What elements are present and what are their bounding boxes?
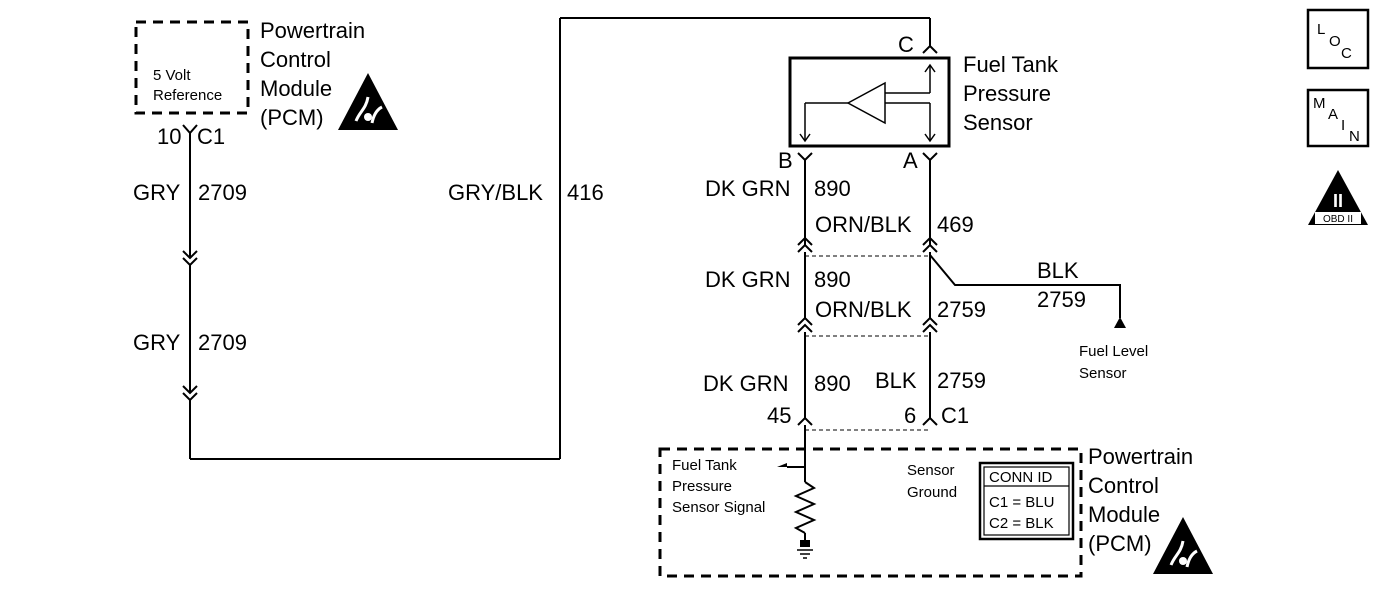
pull-down-resistor: [777, 463, 817, 559]
wire-color-label: DK GRN: [705, 176, 791, 201]
connector-terminal-icon: [182, 124, 198, 135]
signal-label-line1: Fuel Tank: [672, 457, 737, 474]
sensor-title-line2: Pressure: [963, 81, 1051, 106]
loc-letter: C: [1341, 45, 1352, 62]
wire-circuit-label: 2709: [198, 180, 247, 205]
fuel-tank-pressure-sensor: Fuel Tank Pressure Sensor C B A: [778, 32, 1059, 173]
ground-label-line2: Ground: [907, 484, 957, 501]
pcm-bottom-pin-b: 45: [767, 403, 791, 428]
center-wire: GRY/BLK 416: [448, 17, 938, 459]
pcm-bottom-box: [658, 447, 1083, 578]
resistor-icon: [793, 481, 817, 534]
connector-terminal-icon: [922, 44, 938, 54]
wire-color-label: ORN/BLK: [815, 297, 912, 322]
inline-connector-icon: [797, 236, 813, 253]
main-letter: A: [1328, 106, 1338, 123]
sensor-title-line1: Fuel Tank: [963, 52, 1059, 77]
wire-color-label: BLK: [1037, 258, 1079, 283]
connector-terminal-icon: [797, 416, 813, 426]
pcm-top-title-line1: Powertrain: [260, 18, 365, 43]
pcm-top-pin-number: 10: [157, 124, 181, 149]
obd-ii-icon: II OBD II: [1308, 170, 1368, 225]
inline-connector-icon: [797, 316, 813, 333]
wire-circuit-label: 890: [814, 267, 851, 292]
wire-color-label: GRY: [133, 330, 181, 355]
loc-letter: L: [1317, 21, 1325, 38]
pcm-bottom: 45 6 C1 Powertrain Control Module (PCM) …: [658, 403, 1213, 578]
conn-id-row: C1 = BLU: [989, 494, 1054, 511]
wire-circuit-label: 2759: [937, 297, 986, 322]
wire-color-label: ORN/BLK: [815, 212, 912, 237]
wire-circuit-label: 2759: [1037, 287, 1086, 312]
main-letter: N: [1349, 128, 1360, 145]
wire-b: DK GRN 890 DK GRN 890 DK GRN 890: [703, 152, 851, 468]
pcm-bottom-connector-label: C1: [941, 403, 969, 428]
inline-connector-icon: [922, 236, 938, 253]
pcm-top-ref-line1: 5 Volt: [153, 67, 191, 84]
ground-label-line1: Sensor: [907, 462, 955, 479]
pcm-top-title-line2: Control: [260, 47, 331, 72]
branch-fuel-level: BLK 2759 Fuel Level Sensor: [929, 254, 1148, 382]
conn-id-header: CONN ID: [989, 469, 1053, 486]
loc-letter: O: [1329, 33, 1341, 50]
sensor-title-line3: Sensor: [963, 110, 1033, 135]
main-letter: I: [1341, 117, 1345, 134]
inline-connector-icon: [922, 316, 938, 333]
left-wire: GRY 2709 GRY 2709: [133, 124, 560, 460]
connector-terminal-icon: [797, 152, 813, 162]
wire-color-label: BLK: [875, 368, 917, 393]
pcm-bottom-title-line1: Powertrain: [1088, 444, 1193, 469]
pcm-bottom-title-line4: (PCM): [1088, 531, 1152, 556]
signal-label-line3: Sensor Signal: [672, 499, 765, 516]
pcm-top-connector-label: C1: [197, 124, 225, 149]
ground-icon: [797, 549, 813, 559]
connector-terminal-icon: [922, 152, 938, 162]
wire-circuit-label: 469: [937, 212, 974, 237]
sensor-pin-b: B: [778, 148, 793, 173]
pcm-top-title-line4: (PCM): [260, 105, 324, 130]
amplifier-icon: [799, 63, 936, 143]
wire-circuit-label: 2709: [198, 330, 247, 355]
sensor-pin-c: C: [898, 32, 914, 57]
fuel-level-sensor-line2: Sensor: [1079, 365, 1127, 382]
esd-warning-icon: [338, 73, 398, 130]
fuel-level-sensor-line1: Fuel Level: [1079, 343, 1148, 360]
pcm-top: 5 Volt Reference Powertrain Control Modu…: [134, 18, 398, 149]
pcm-bottom-title-line3: Module: [1088, 502, 1160, 527]
wire-color-label: GRY: [133, 180, 181, 205]
wire-color-label: GRY/BLK: [448, 180, 543, 205]
main-icon: M A I N: [1306, 88, 1370, 148]
main-letter: M: [1313, 95, 1326, 112]
pcm-bottom-pin-a: 6: [904, 403, 916, 428]
conn-id-table: CONN ID C1 = BLU C2 = BLK: [978, 461, 1075, 541]
obd-numeral: II: [1333, 191, 1343, 211]
signal-label-line2: Pressure: [672, 478, 732, 495]
pcm-top-ref-line2: Reference: [153, 87, 222, 104]
wire-circuit-label: 2759: [937, 368, 986, 393]
wire-circuit-label: 416: [567, 180, 604, 205]
esd-warning-icon: [1153, 517, 1213, 574]
wire-color-label: DK GRN: [705, 267, 791, 292]
sensor-pin-a: A: [903, 148, 918, 173]
pcm-top-title-line3: Module: [260, 76, 332, 101]
wire-a: ORN/BLK 469 ORN/BLK 2759 BLK 2759: [815, 152, 986, 426]
loc-icon: L O C: [1306, 8, 1370, 70]
wire-circuit-label: 890: [814, 176, 851, 201]
connector-terminal-icon: [922, 416, 938, 426]
pcm-top-reference-box: [134, 20, 250, 115]
wire-circuit-label: 890: [814, 371, 851, 396]
sensor-box: [788, 56, 951, 148]
obd-label: OBD II: [1323, 214, 1353, 225]
arrow-up-icon: [1114, 317, 1126, 328]
wire-color-label: DK GRN: [703, 371, 789, 396]
conn-id-row: C2 = BLK: [989, 515, 1054, 532]
pcm-bottom-title-line2: Control: [1088, 473, 1159, 498]
